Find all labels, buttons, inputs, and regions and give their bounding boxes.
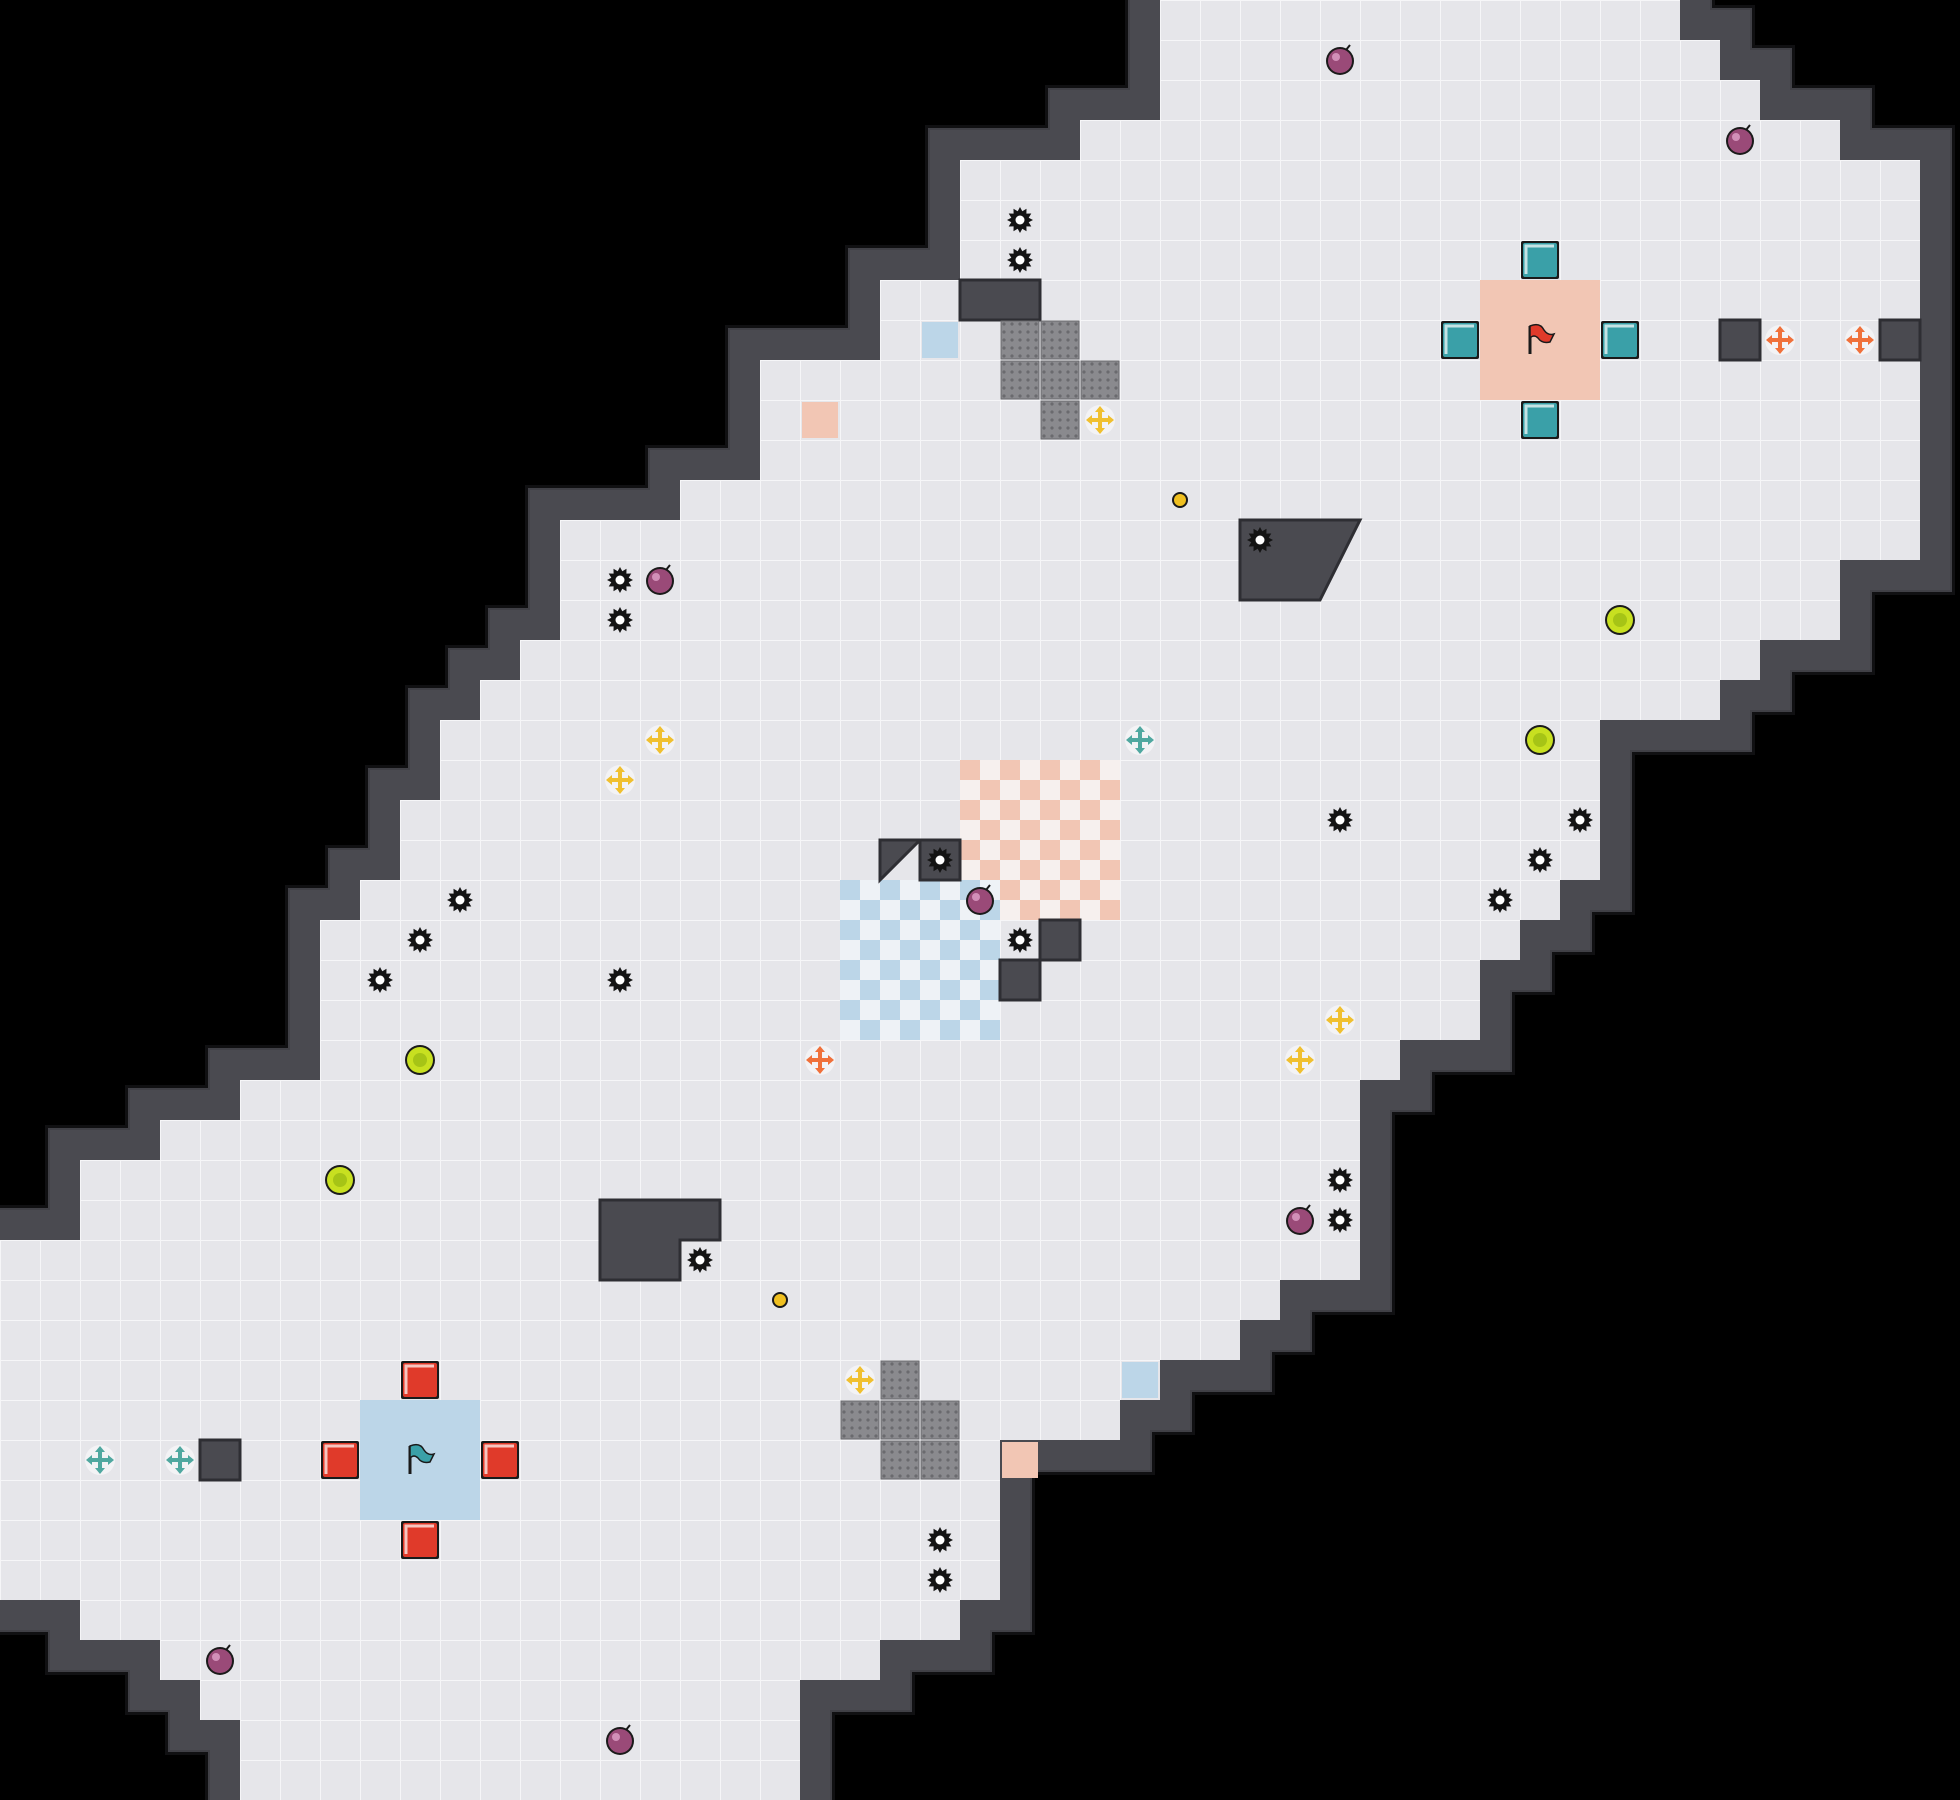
team-block-red <box>401 1521 439 1559</box>
gate-tile <box>1040 360 1080 400</box>
inner-wall <box>1038 918 1082 962</box>
team-block-red <box>401 1361 439 1399</box>
spike-icon <box>607 567 633 593</box>
red-flag-icon <box>1528 323 1556 354</box>
gate-tile <box>1040 320 1080 360</box>
boost-arrows-icon <box>605 765 635 795</box>
boost-arrows-icon <box>165 1445 195 1475</box>
spike-icon <box>1007 207 1033 233</box>
spike-icon <box>607 967 633 993</box>
boost-arrows-icon <box>645 725 675 755</box>
team-block-teal <box>1521 401 1559 439</box>
gate-tile <box>920 1400 960 1440</box>
boost-arrows-icon <box>85 1445 115 1475</box>
portal-icon <box>772 1292 788 1308</box>
portal-icon <box>1172 492 1188 508</box>
spike-icon <box>367 967 393 993</box>
spike-icon <box>1007 247 1033 273</box>
spike-icon <box>687 1247 713 1273</box>
spike-icon <box>927 1567 953 1593</box>
gate-tile <box>1000 320 1040 360</box>
inner-wall <box>1718 318 1762 362</box>
bomb-icon <box>606 1724 634 1755</box>
inner-wall <box>198 1438 242 1482</box>
team-block-red <box>321 1441 359 1479</box>
spike-icon <box>1487 887 1513 913</box>
inner-wall <box>998 958 1042 1002</box>
gate-tile <box>880 1440 920 1480</box>
powerup-icon <box>1605 605 1635 635</box>
bomb-icon <box>206 1644 234 1675</box>
boost-arrows-icon <box>1845 325 1875 355</box>
gate-tile <box>1080 360 1120 400</box>
spike-icon <box>927 1527 953 1553</box>
powerup-icon <box>1525 725 1555 755</box>
gate-tile <box>880 1360 920 1400</box>
inner-wall <box>598 1198 722 1282</box>
spike-icon <box>1567 807 1593 833</box>
inner-wall <box>958 278 1042 322</box>
team-block-teal <box>1601 321 1639 359</box>
powerup-icon <box>325 1165 355 1195</box>
boost-arrows-icon <box>1325 1005 1355 1035</box>
gate-tile <box>1040 400 1080 440</box>
team-block-teal <box>1441 321 1479 359</box>
gate-tile <box>920 1440 960 1480</box>
object-layer <box>85 44 1875 1755</box>
boost-arrows-icon <box>1765 325 1795 355</box>
bomb-icon <box>646 564 674 595</box>
spike-icon <box>927 847 953 873</box>
team-block-teal <box>1521 241 1559 279</box>
spike-icon <box>1247 527 1273 553</box>
blue-pad <box>1122 1362 1158 1398</box>
red-pad <box>1002 1442 1038 1478</box>
bomb-icon <box>1286 1204 1314 1235</box>
spike-icon <box>1527 847 1553 873</box>
boost-arrows-icon <box>845 1365 875 1395</box>
blue-pad <box>922 322 958 358</box>
spike-icon <box>447 887 473 913</box>
gate-tile <box>880 1400 920 1440</box>
inner-wall <box>878 838 924 884</box>
boost-arrows-icon <box>1085 405 1115 435</box>
spike-icon <box>407 927 433 953</box>
gate-tile <box>840 1400 880 1440</box>
gate-tile <box>1000 360 1040 400</box>
bomb-icon <box>1726 124 1754 155</box>
spike-icon <box>1007 927 1033 953</box>
spike-icon <box>1327 1207 1353 1233</box>
spike-icon <box>607 607 633 633</box>
powerup-icon <box>405 1045 435 1075</box>
boost-arrows-icon <box>1125 725 1155 755</box>
inner-wall <box>1878 318 1922 362</box>
bomb-icon <box>1326 44 1354 75</box>
spike-icon <box>1327 1167 1353 1193</box>
bomb-icon <box>966 884 994 915</box>
team-block-red <box>481 1441 519 1479</box>
blue-flag-icon <box>408 1443 436 1474</box>
spike-icon <box>1327 807 1353 833</box>
red-pad <box>802 402 838 438</box>
boost-arrows-icon <box>805 1045 835 1075</box>
boost-arrows-icon <box>1285 1045 1315 1075</box>
